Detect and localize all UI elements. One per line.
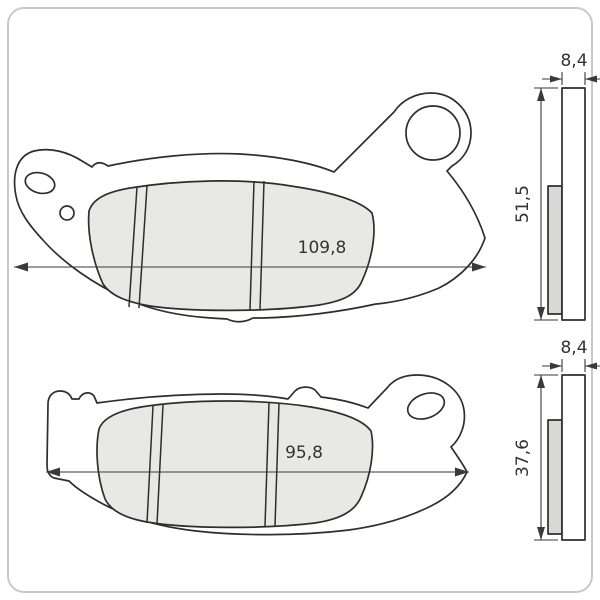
arrow-right-icon [472,262,486,272]
top-pad-groove-line [249,180,255,311]
arrow-left-icon [14,262,28,272]
bottom-pad-groove-line [156,404,164,525]
bottom-pad-side-friction-material [547,419,563,535]
top-pad-groove-line [138,185,148,309]
arrow-left-icon [46,467,60,477]
top-pad-width-dimension: 109,8 [14,238,486,272]
bottom-pad-thickness-dimension: 8,4 [542,338,600,372]
top-pad-friction-material [87,180,375,312]
arrow-left-icon [585,362,597,370]
top-pad-side-view: 8,4 51,5 [513,51,600,321]
arrow-up-icon [537,88,545,101]
arrow-right-icon [550,362,562,370]
arrow-right-icon [455,467,469,477]
bottom-pad-thickness-label: 8,4 [560,338,587,358]
top-pad-side-friction-material [547,185,563,315]
bottom-pad-height-label: 37,6 [513,439,533,477]
bottom-pad-groove-line [146,405,154,524]
arrow-down-icon [537,527,545,540]
bottom-pad-mounting-slot-hole [406,392,446,420]
top-pad-small-hole [59,205,75,221]
top-pad-width-label: 109,8 [298,238,347,258]
bottom-pad-width-dimension: 95,8 [46,443,469,477]
top-pad-mounting-hole [405,105,461,161]
bottom-pad-groove-line [264,402,270,527]
bottom-pad-front-view: 95,8 [46,374,469,536]
top-pad-groove-line [128,186,138,308]
top-pad-groove-line [259,180,265,311]
bottom-pad-side-backplate [561,374,586,541]
arrow-up-icon [537,375,545,388]
bottom-pad-side-view: 8,4 37,6 [513,338,600,541]
bottom-pad-friction-material [96,400,374,529]
top-pad-thickness-dimension: 8,4 [542,51,600,85]
top-pad-left-slot-hole [24,171,56,195]
top-pad-height-dimension: 51,5 [513,87,558,321]
bottom-pad-height-dimension: 37,6 [513,374,558,541]
arrow-down-icon [537,307,545,320]
bottom-pad-width-label: 95,8 [285,443,323,463]
arrow-left-icon [585,75,597,83]
top-pad-thickness-label: 8,4 [560,51,587,71]
page-border-frame [7,7,593,593]
top-pad-side-backplate [561,87,586,321]
top-pad-front-view: 109,8 [13,92,486,323]
bottom-pad-groove-line [274,402,280,527]
top-pad-height-label: 51,5 [513,185,533,223]
arrow-right-icon [550,75,562,83]
